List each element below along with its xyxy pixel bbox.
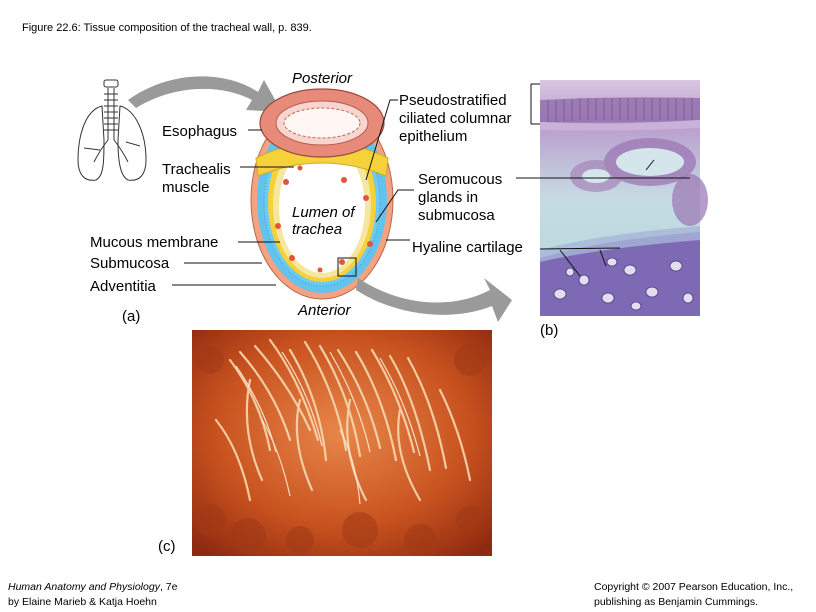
top-arrow: [128, 76, 282, 112]
trachealis-label-line1: Trachealis: [162, 161, 231, 178]
trachealis-label-line2: muscle: [162, 179, 210, 196]
submucosa-label: Submucosa: [90, 255, 170, 272]
book-edition: , 7e: [159, 581, 178, 593]
adventitia-label: Adventitia: [90, 278, 156, 295]
figure-title: Figure 22.6: Tissue composition of the t…: [22, 22, 312, 34]
posterior-label: Posterior: [292, 70, 353, 87]
panel-a-tag: (a): [122, 308, 141, 325]
trachea-cross-section: [250, 88, 394, 300]
book-credit: Human Anatomy and Physiology, 7e by Elai…: [8, 580, 177, 610]
seromucous-label-line3: submucosa: [418, 207, 495, 224]
copyright-notice: Copyright © 2007 Pearson Education, Inc.…: [594, 580, 793, 610]
copyright-line1: Copyright © 2007 Pearson Education, Inc.…: [594, 581, 794, 593]
pseudostratified-label-line2: ciliated columnar: [399, 110, 512, 127]
esophagus-label: Esophagus: [162, 123, 238, 140]
sem-cilia-micrograph: [192, 330, 492, 556]
lungs-icon: [77, 79, 147, 181]
leader-lines: [172, 99, 690, 286]
panel-c-tag: (c): [158, 538, 176, 555]
lumen-label-line2: trachea: [292, 221, 343, 238]
bottom-arrow: [356, 278, 512, 322]
histology-micrograph: [530, 80, 708, 316]
panel-b-tag: (b): [540, 322, 559, 339]
lumen-label-line1: Lumen of: [292, 204, 355, 221]
mucous-membrane-label: Mucous membrane: [90, 234, 219, 251]
book-authors: by Elaine Marieb & Katja Hoehn: [8, 596, 157, 608]
seromucous-label-line2: glands in: [418, 189, 479, 206]
hyaline-cartilage-label: Hyaline cartilage: [412, 239, 523, 256]
anterior-label: Anterior: [298, 302, 351, 319]
seromucous-label-line1: Seromucous: [418, 171, 503, 188]
pseudostratified-label-line1: Pseudostratified: [399, 92, 507, 109]
book-title: Human Anatomy and Physiology: [8, 581, 160, 593]
copyright-line2: publishing as Benjamin Cummings.: [594, 596, 758, 608]
pseudostratified-label-line3: epithelium: [399, 128, 468, 145]
